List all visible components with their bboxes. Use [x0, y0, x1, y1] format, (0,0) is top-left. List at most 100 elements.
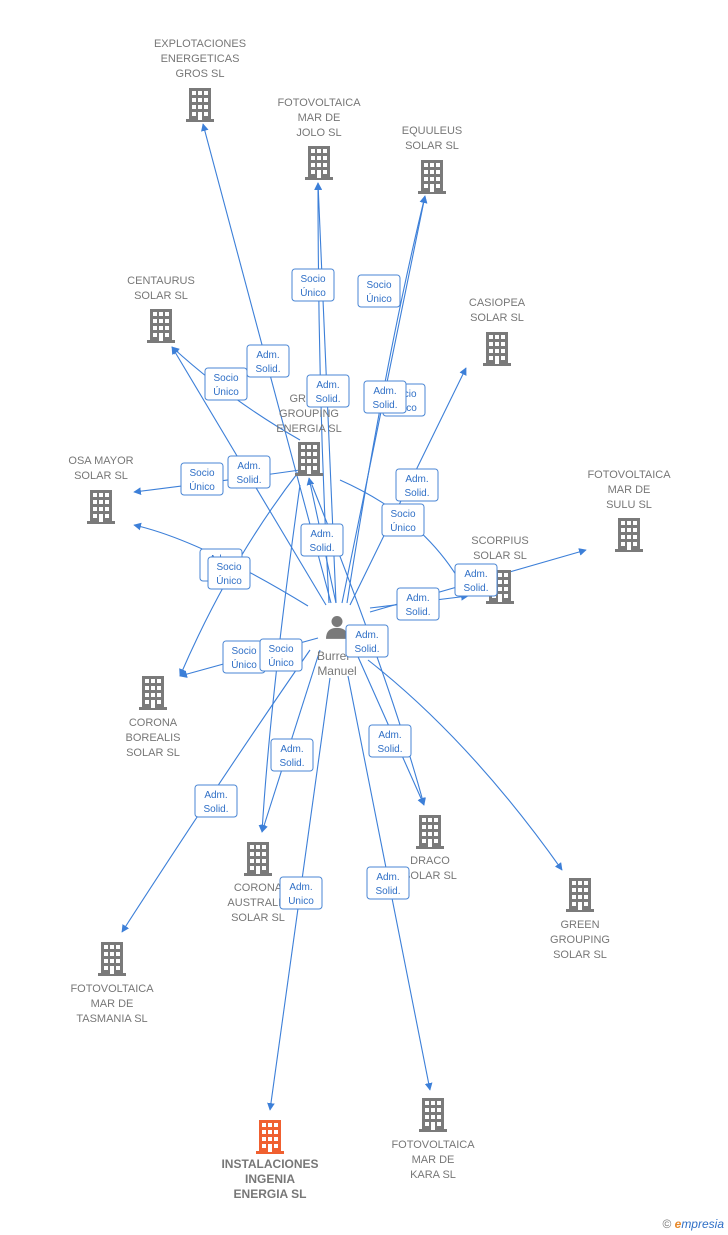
edge-label[interactable]: Adm. Solid.	[194, 784, 238, 818]
edge-label-text: Solid.	[354, 644, 379, 655]
edge-label-text: Solid.	[372, 400, 397, 411]
brand-initial: e	[674, 1217, 682, 1231]
edge-label[interactable]: Adm.Solid.	[396, 587, 440, 621]
edge-label-box	[204, 367, 248, 401]
person-label-line: Burrel	[317, 649, 349, 663]
edge-label[interactable]: Adm.Solid.	[300, 523, 344, 557]
building-icon	[98, 942, 126, 976]
edge-label[interactable]: Adm.Solid.	[246, 344, 290, 378]
edge-label-text: Socio	[231, 646, 256, 657]
company-label-line: INSTALACIONES	[221, 1157, 318, 1171]
company-label-line: OSA MAYOR	[68, 455, 133, 467]
edge-label-box	[180, 462, 224, 496]
edge-to-green-grouping-solar	[367, 659, 563, 871]
edge-label[interactable]: Adm. Solid.	[345, 624, 389, 658]
edge-label[interactable]: Adm.Solid.	[454, 563, 498, 597]
edge-label[interactable]: Adm.Solid.	[227, 455, 271, 489]
edge-label-text: Socio	[390, 509, 415, 520]
edge-label[interactable]: Adm.Solid.	[270, 738, 314, 772]
building-icon	[186, 88, 214, 122]
edge-label-text: Único	[231, 658, 257, 671]
edge-label-box	[279, 876, 323, 910]
edge-to-equuleus	[346, 195, 428, 604]
edge-label[interactable]: Adm.Solid.	[395, 468, 439, 502]
edge-label-box	[259, 638, 303, 672]
edge-label[interactable]: Adm.Solid.	[366, 866, 410, 900]
company-label-line: TASMANIA SL	[76, 1013, 147, 1025]
company-label-line: MAR DE	[412, 1154, 455, 1166]
edge-label-box	[207, 556, 251, 590]
company-label-line: SOLAR SL	[473, 550, 527, 562]
edge-label-box	[396, 587, 440, 621]
company-label-line: SOLAR SL	[403, 870, 457, 882]
edge-label-text: Único	[366, 292, 392, 305]
company-label-line: MAR DE	[608, 484, 651, 496]
company-label-line: SCORPIUS	[471, 535, 528, 547]
edge-label-text: Adm.	[355, 630, 378, 641]
edge-label-text: Socio	[268, 644, 293, 655]
company-label-line: CORONA	[129, 717, 178, 729]
edge-label-text: Socio	[300, 274, 325, 285]
company-label-line: ENERGIA SL	[276, 423, 341, 435]
company-label-line: SULU SL	[606, 499, 652, 511]
company-label-line: ENERGIA SL	[234, 1187, 307, 1201]
company-label-line: AUSTRALIS	[227, 897, 288, 909]
company-label-line: GROUPING	[550, 934, 610, 946]
edge-label-text: Adm.	[378, 730, 401, 741]
company-label-line: DRACO	[410, 855, 450, 867]
edge-label-text: Solid.	[203, 804, 228, 815]
edge-label-text: Adm.	[464, 569, 487, 580]
brand-footer[interactable]: © empresia	[662, 1217, 724, 1231]
edge-label[interactable]: Adm.Solid.	[363, 380, 407, 414]
edge-label-text: Adm.	[204, 790, 227, 801]
edge-label[interactable]: Adm.Unico	[279, 876, 323, 910]
edge-label[interactable]: Adm.Solid.	[306, 374, 350, 408]
company-label-line: GROS SL	[176, 68, 225, 80]
edge-label-text: Solid.	[377, 744, 402, 755]
company-label-line: INGENIA	[245, 1172, 295, 1186]
company-node-scorpius[interactable]: SCORPIUS SOLAR SL	[471, 535, 529, 604]
building-icon	[139, 676, 167, 710]
building-icon	[566, 878, 594, 912]
company-label-line: SOLAR SL	[126, 747, 180, 759]
company-label-line: SOLAR SL	[553, 949, 607, 961]
edges-layer	[121, 123, 587, 1111]
edge-label-box	[246, 344, 290, 378]
company-label-line: MAR DE	[91, 998, 134, 1010]
company-label-line: SOLAR SL	[134, 290, 188, 302]
edge-label-box	[381, 503, 425, 537]
edge-label-box	[345, 624, 389, 658]
edge-label-text: Adm.	[376, 872, 399, 883]
company-label-line: JOLO SL	[296, 127, 341, 139]
company-label-line: EXPLOTACIONES	[154, 38, 246, 50]
edge-label-text: Adm.	[310, 529, 333, 540]
edge-label-text: Adm.	[289, 882, 312, 893]
edge-label-text: Socio	[216, 562, 241, 573]
edge-label[interactable]: Adm. Solid.	[368, 724, 412, 758]
company-node-draco[interactable]: DRACO SOLAR SL	[403, 815, 457, 882]
